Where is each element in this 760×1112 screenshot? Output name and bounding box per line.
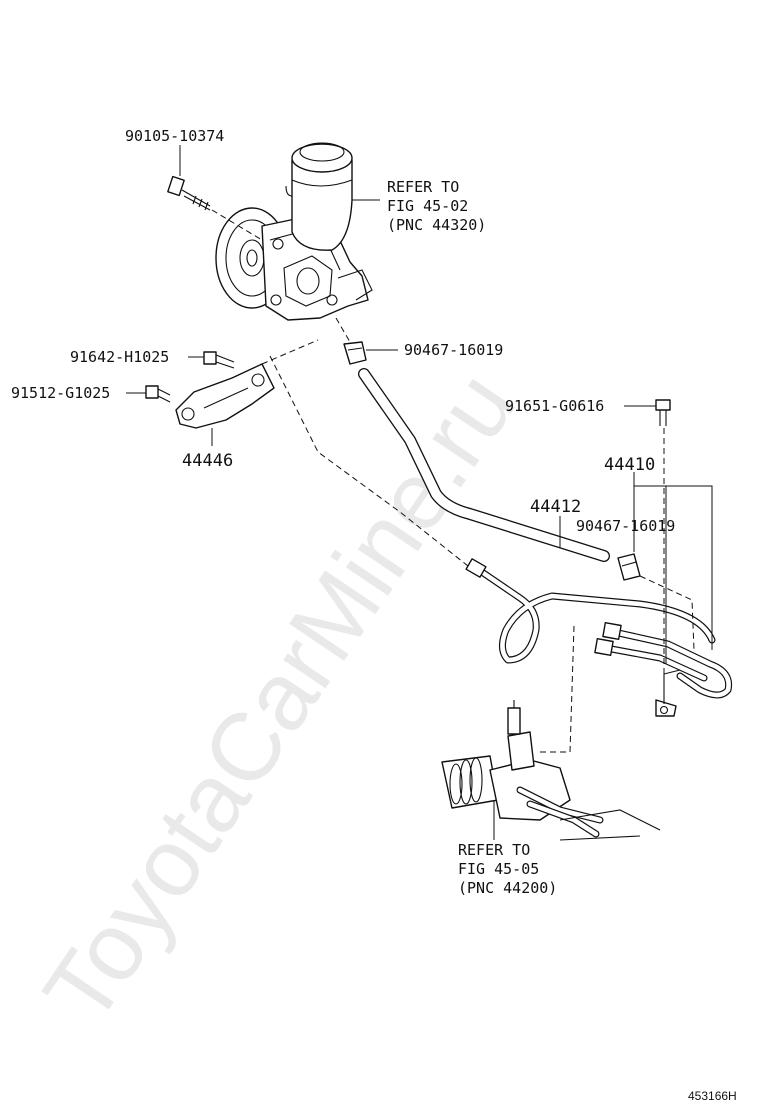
label-bolt-top[interactable]: 90105-10374: [125, 127, 224, 145]
pressure-tube-assembly: [465, 558, 733, 717]
bolt-right: [655, 399, 671, 426]
bolt-bracket-2: [145, 385, 171, 403]
power-steering-pump: [215, 142, 373, 321]
dash-clamp-bolt: [639, 575, 695, 651]
dash-pump-tube: [269, 355, 469, 567]
label-tube-assembly[interactable]: 44410: [604, 455, 655, 475]
bracket: [175, 363, 275, 429]
pump-reference-line-1: REFER TO: [387, 178, 459, 196]
gear-reference-line-1: REFER TO: [458, 841, 530, 859]
bolt-bracket-1: [203, 351, 235, 369]
bolt-top: [167, 175, 211, 211]
return-hose: [358, 368, 610, 562]
dash-bracket-pump: [261, 339, 319, 365]
dash-pump-clamp: [335, 317, 351, 343]
label-return-hose[interactable]: 44412: [530, 497, 581, 517]
diagram-code: 453166H: [688, 1089, 737, 1103]
gear-reference-line-2: FIG 45-05: [458, 860, 539, 878]
clamp-upper: [343, 341, 367, 365]
watermark-text: ToyotaCarMine.ru: [24, 354, 536, 1042]
label-bolt-right[interactable]: 91651-G0616: [505, 397, 604, 415]
pump-reference-line-2: FIG 45-02: [387, 197, 468, 215]
label-bolt-bracket-2[interactable]: 91512-G1025: [11, 384, 110, 402]
dash-tube-gear: [540, 625, 575, 753]
leader-tube-assembly: [633, 472, 713, 664]
clamp-lower: [617, 553, 641, 581]
steering-gear: [441, 700, 661, 841]
gear-reference-line-3: (PNC 44200): [458, 879, 557, 897]
label-clamp-lower[interactable]: 90467-16019: [576, 517, 675, 535]
label-clamp-upper[interactable]: 90467-16019: [404, 341, 503, 359]
pump-reference-line-3: (PNC 44320): [387, 216, 486, 234]
label-bolt-bracket-1[interactable]: 91642-H1025: [70, 348, 169, 366]
label-bracket[interactable]: 44446: [182, 451, 233, 471]
